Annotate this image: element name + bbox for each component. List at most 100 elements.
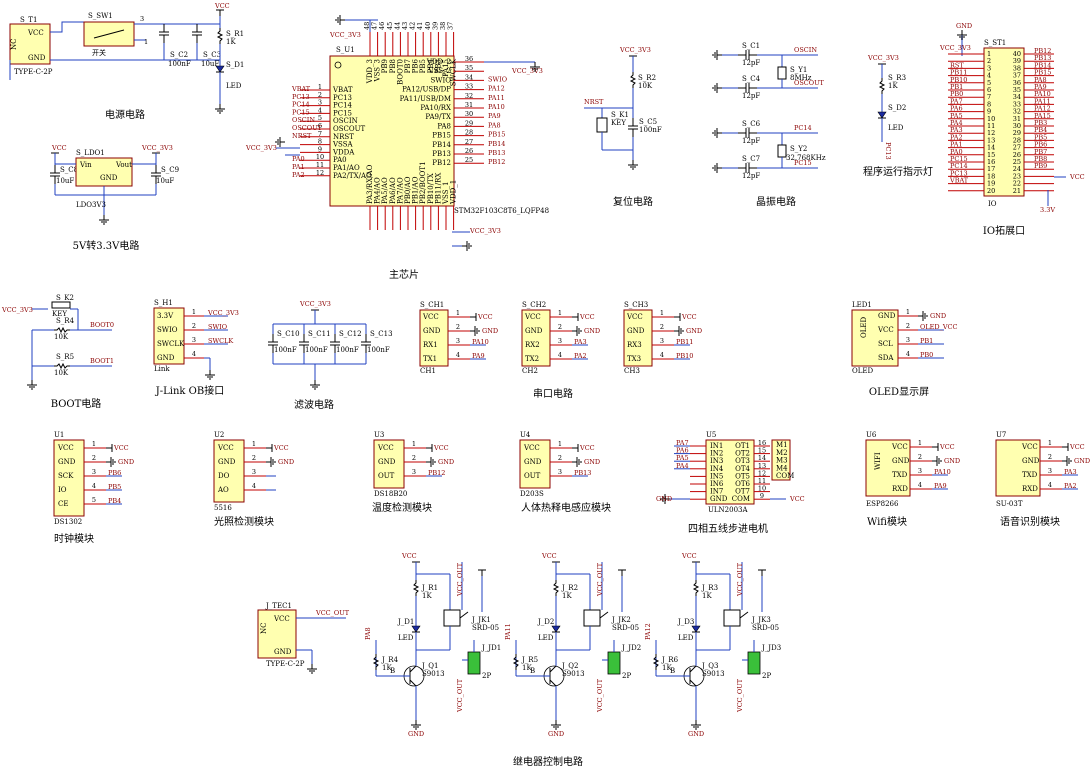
mcu-pin-bottom: PB11/RX [434,173,442,204]
pin-number: 43 [401,22,409,30]
ref-cap: S_C10 [277,330,300,338]
ref-c: S_C1 [742,42,760,50]
gnd-label: GND [548,730,564,738]
resistor [412,580,420,596]
net-label: VBAT [291,85,311,93]
part-voice: SU-03T [996,500,1023,508]
title-boot: BOOT电路 [51,397,102,410]
val-rtop: 1K [702,592,712,600]
vcc-label: VCC [1069,443,1085,451]
mcu-pin-left: PC13 [333,94,352,102]
resistor [372,654,380,670]
val-d2: LED [888,124,904,132]
net-label: NRST [292,132,312,140]
title-io: IO拓展口 [983,225,1025,237]
pin-number: 3 [906,336,910,344]
power-symbol [758,569,766,576]
title-wifi: Wifi模块 [867,516,907,528]
pin-number: 29 [1013,129,1021,137]
pin-number: 4 [660,351,664,359]
pin-number: 1 [318,83,322,91]
ground-symbol [674,326,684,336]
pin-number: 13 [987,136,995,144]
power-symbol [932,443,939,451]
net-label: PB6 [1034,141,1047,149]
pin-number: 25 [465,156,473,164]
part-uart: CH2 [522,367,538,375]
pin-number: 2 [192,322,196,330]
part-wifi: ESP8266 [866,500,899,508]
pin-label: SCL [878,340,893,348]
mcu-pin-left: PC14 [333,102,353,110]
vcc3-label: VCC_3V3 [511,67,543,75]
module-body [373,439,405,489]
mcu-pin-bottom: VSS_1 [442,182,450,205]
title-jlink: J-Link OB接口 [155,384,224,397]
capacitor [628,118,638,137]
pin-number: 2 [918,453,922,461]
ref-module: U1 [54,431,64,439]
part-q: S9013 [702,670,725,678]
pin-label: IN5 [710,472,723,480]
module-body [519,439,551,489]
mcu-pin-right: PA10/RX [420,104,451,112]
net-label: PC13 [884,142,892,160]
capacitor [738,128,757,138]
ground-symbol [712,163,722,173]
capacitor [330,334,340,353]
pin-number: 38 [1013,64,1021,72]
val-c8: 10uF [56,177,74,185]
mcu-pin-top: PB8 [389,59,397,73]
gnd-label: GND [482,327,498,335]
pin1: 1 [144,38,148,46]
power-symbol [266,444,273,452]
mcu-pin-bottom: VDD_1 [450,180,458,205]
mcu-pin-left: PC15 [333,109,352,117]
ground-symbol [660,494,670,504]
ground-symbol [572,326,582,336]
pin-label: RXD [1022,485,1038,493]
pin-number: 26 [1013,151,1021,159]
net-label: PA12 [488,85,505,93]
pin-number: 5 [318,114,322,122]
pin-number: 1 [252,440,256,448]
pin-label: M2 [776,449,788,457]
pin-label: VCC [524,313,541,321]
pin-vout: Vout [115,161,132,169]
val-cap: 100nF [336,346,359,354]
boot-circuit: VCC_3V3S_K2KEYBOOT0S_R410KS_R510KBOOT1BO… [1,294,114,410]
net-label: PB15 [488,131,505,139]
val-r3: 1K [888,82,898,90]
ref-r3: S_R3 [888,74,906,82]
pin-label: OUT [524,472,541,480]
capacitor [738,50,757,60]
pin-number: 34 [1013,93,1021,101]
pin-number: 12 [316,169,324,177]
net-label: PA11 [488,94,505,102]
mcu-pin-left: VDDA [332,148,355,156]
ground-symbol [411,720,421,730]
ref-cap: S_C11 [308,330,331,338]
ground-symbol [310,380,320,390]
crystal-y2 [777,144,787,158]
net-label: PB12 [1034,47,1051,55]
net-label: SWIO [208,323,227,331]
mcu-pin-top: PB7 [404,59,412,73]
part-module: D203S [520,490,544,498]
gnd-label: GND [438,458,454,466]
pin-number: 2 [92,454,96,462]
pin-number: 11 [758,477,766,485]
vcc3-label: VCC_3V3 [1,306,33,314]
net-label: PC15 [950,155,968,163]
pin-b: B [530,667,535,675]
val-c: 12pF [742,92,760,100]
pin-label: GND [878,312,896,320]
pin-label: IN2 [710,450,723,458]
part-q: S9013 [422,670,445,678]
val-cap: 100nF [367,346,390,354]
ref-uln: U5 [706,431,716,439]
vcc-label: VCC [939,443,955,451]
